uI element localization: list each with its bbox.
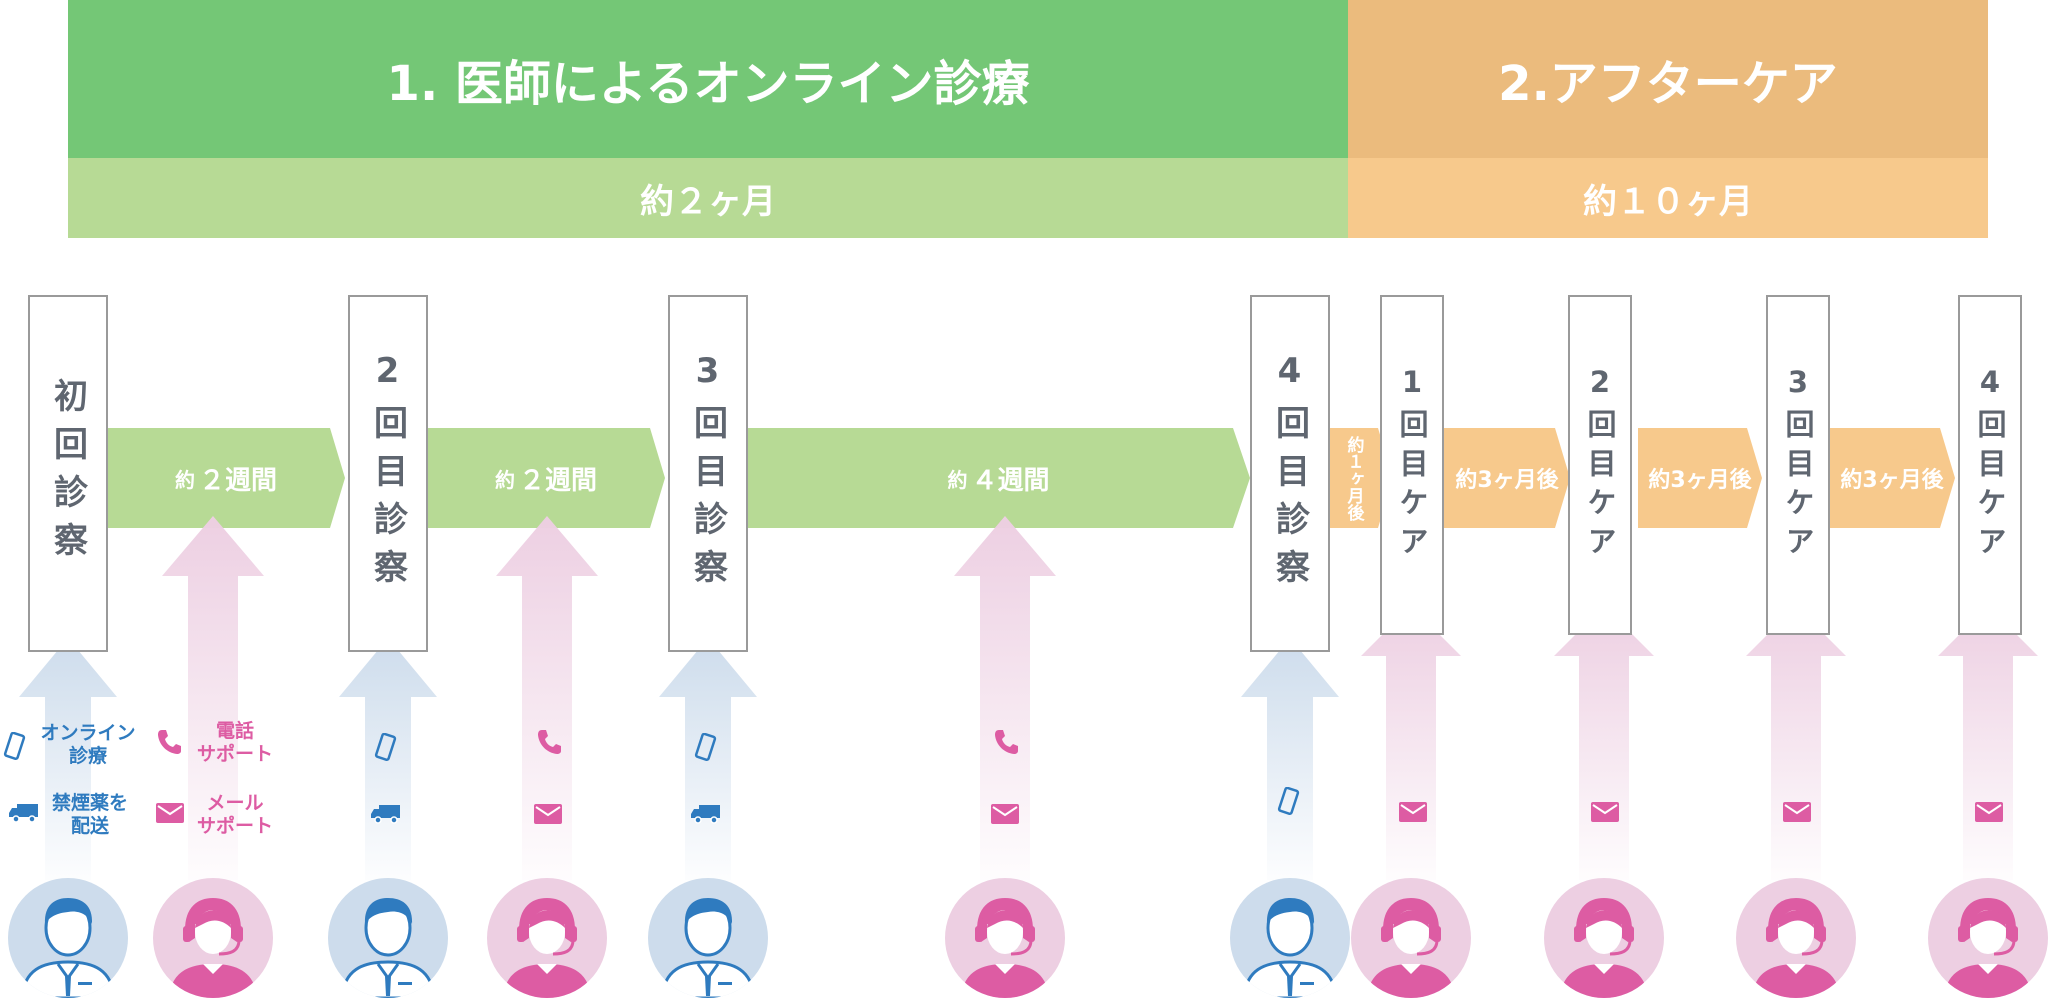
truck-icon	[9, 804, 38, 823]
step-label: 2回目ケア	[1583, 365, 1617, 565]
support-arrow-1	[162, 516, 264, 880]
support-arrow-5	[1554, 606, 1654, 880]
legend-delivery-label: 禁煙薬を 配送	[51, 792, 128, 837]
support-arrow-4	[1361, 606, 1461, 880]
support-operator-avatar	[1736, 878, 1856, 998]
legend-online-label: オンライン 診療	[40, 722, 136, 767]
phase-1-duration-text: 約２ヶ月	[640, 181, 776, 222]
doctor-arrow-4	[1241, 638, 1339, 880]
interval-label-1: 約 ２週間	[107, 428, 345, 528]
step-label: 4回目ケア	[1973, 365, 2007, 565]
smartphone-icon	[1277, 787, 1300, 815]
step-2nd-exam: 2回目診察	[348, 295, 428, 652]
interval-arrow-6	[1638, 428, 1762, 528]
step-label: 1回目ケア	[1395, 365, 1429, 565]
support-operator-avatar	[1351, 878, 1471, 998]
interval-arrow-5	[1444, 428, 1570, 528]
interval-prefix-2: 約	[494, 467, 515, 492]
interval-value-7: 約3ヶ月後	[1840, 468, 1944, 493]
phase-1-duration: 約２ヶ月	[68, 158, 1348, 238]
mail-icon	[1399, 802, 1427, 822]
mail-icon	[991, 804, 1019, 824]
interval-arrow-1	[107, 428, 345, 528]
smartphone-icon	[374, 733, 397, 761]
mail-icon	[1591, 802, 1619, 822]
doctor-arrow-1	[19, 638, 117, 880]
interval-label-3: 約 ４週間	[747, 428, 1250, 528]
support-arrow-3	[954, 516, 1056, 880]
interval-value-3: ４週間	[971, 465, 1050, 496]
phase-2-title-text: 2.アフターケア	[1498, 56, 1838, 112]
step-initial-exam: 初回診察	[28, 295, 108, 652]
interval-arrow-7	[1829, 428, 1955, 528]
support-operator-avatar	[1544, 878, 1664, 998]
mail-icon	[1975, 802, 2003, 822]
support-operator-avatar	[153, 878, 273, 998]
step-1st-care: 1回目ケア	[1380, 295, 1444, 635]
smartphone-icon	[694, 733, 717, 761]
support-arrow-7	[1938, 606, 2038, 880]
step-4th-exam: 4回目診察	[1250, 295, 1330, 652]
step-label: 3回目診察	[687, 350, 728, 597]
doctor-avatar	[328, 878, 448, 998]
interval-label-4: 約１ヶ月後	[1329, 428, 1379, 528]
step-label: 2回目診察	[367, 350, 408, 597]
truck-icon	[691, 805, 720, 824]
doctor-avatar	[648, 878, 768, 998]
phone-icon	[158, 730, 181, 754]
interval-value-1: ２週間	[198, 465, 277, 496]
legend-phone-label: 電話 サポート	[196, 720, 273, 765]
interval-label-7: 約3ヶ月後	[1829, 428, 1955, 528]
step-4th-care: 4回目ケア	[1958, 295, 2022, 635]
phase-1-title: 1. 医師によるオンライン診療	[68, 0, 1348, 158]
doctor-avatar	[8, 878, 128, 998]
interval-arrow-2	[427, 428, 665, 528]
support-arrow-6	[1746, 606, 1846, 880]
interval-value-2: ２週間	[518, 465, 597, 496]
smartphone-icon	[3, 732, 26, 760]
interval-label-5: 約3ヶ月後	[1444, 428, 1570, 528]
step-label: 4回目診察	[1269, 350, 1310, 597]
mail-icon	[1783, 802, 1811, 822]
interval-label-2: 約 ２週間	[427, 428, 665, 528]
interval-arrow-4	[1329, 428, 1393, 528]
step-2nd-care: 2回目ケア	[1568, 295, 1632, 635]
mail-icon	[534, 804, 562, 824]
interval-value-5: 約3ヶ月後	[1455, 468, 1559, 493]
interval-value-6: 約3ヶ月後	[1648, 468, 1752, 493]
phase-2-duration: 約１０ヶ月	[1348, 158, 1988, 238]
support-operator-avatar	[487, 878, 607, 998]
step-3rd-care: 3回目ケア	[1766, 295, 1830, 635]
interval-prefix-1: 約	[174, 467, 195, 492]
truck-icon	[371, 805, 400, 824]
interval-value-4: 約１ヶ月後	[1343, 435, 1364, 521]
phone-icon	[538, 730, 561, 754]
interval-label-6: 約3ヶ月後	[1638, 428, 1762, 528]
interval-prefix-3: 約	[947, 467, 968, 492]
step-label: 初回診察	[47, 377, 88, 570]
doctor-avatar	[1230, 878, 1350, 998]
legend-mail-label: メール サポート	[196, 792, 273, 837]
support-operator-avatar	[945, 878, 1065, 998]
mail-icon	[156, 803, 184, 823]
phase-2-duration-text: 約１０ヶ月	[1583, 181, 1753, 222]
support-arrow-2	[496, 516, 598, 880]
phase-2-title: 2.アフターケア	[1348, 0, 1988, 158]
step-3rd-exam: 3回目診察	[668, 295, 748, 652]
step-label: 3回目ケア	[1781, 365, 1815, 565]
phase-1-title-text: 1. 医師によるオンライン診療	[386, 56, 1030, 112]
phone-icon	[995, 730, 1018, 754]
interval-arrow-3	[747, 428, 1250, 528]
support-operator-avatar	[1928, 878, 2048, 998]
